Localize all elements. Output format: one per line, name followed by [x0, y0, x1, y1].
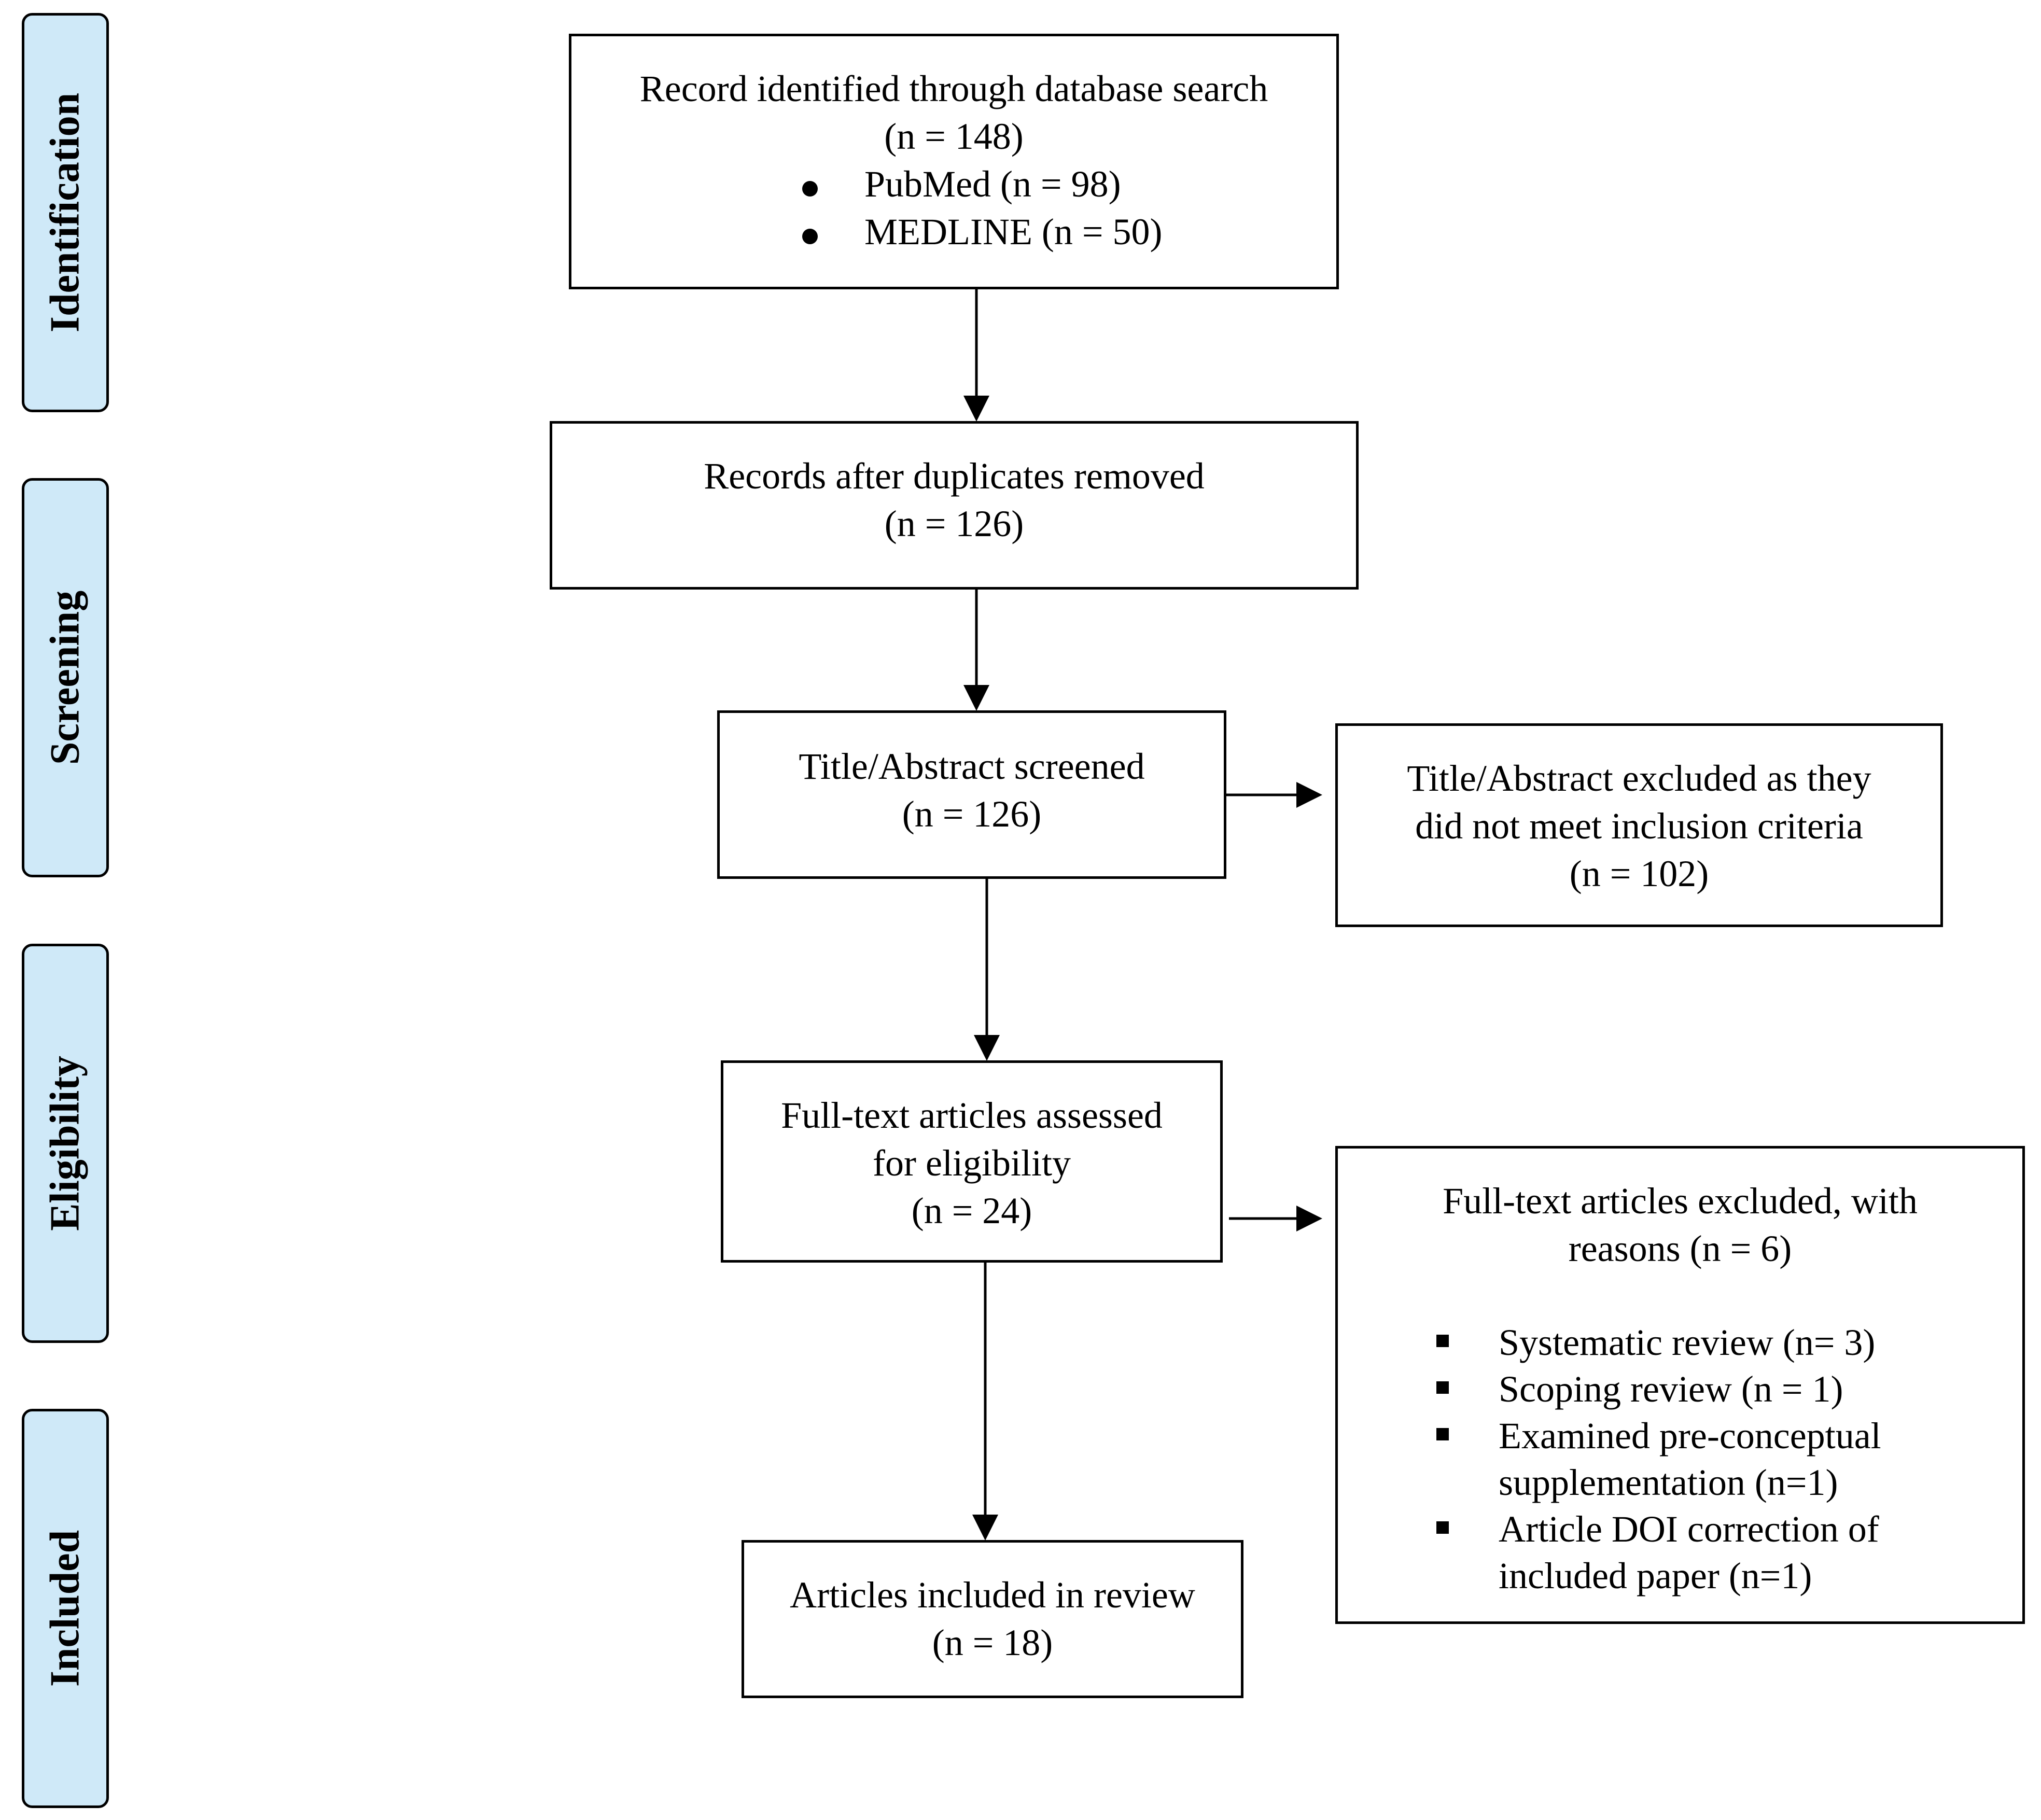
- phase-label: Included: [42, 1530, 88, 1687]
- square-bullet-icon: [1436, 1381, 1449, 1394]
- included-box: Articles included in review (n = 18): [742, 1540, 1243, 1698]
- phase-eligibility: Eligibility: [22, 944, 109, 1343]
- bullet-dot-icon: [802, 229, 818, 245]
- reason-item: Systematic review (n= 3): [1436, 1319, 2022, 1366]
- phase-label: Identification: [42, 92, 88, 333]
- included-count: (n = 18): [932, 1622, 1053, 1664]
- reason-line: Examined pre-conceptual: [1499, 1415, 1881, 1457]
- screened-count: (n = 126): [902, 793, 1042, 835]
- source-label: MEDLINE (n = 50): [864, 211, 1163, 253]
- assessed-line2: for eligibility: [873, 1142, 1071, 1184]
- deduplicated-box: Records after duplicates removed (n = 12…: [550, 421, 1359, 590]
- deduplicated-title: Records after duplicates removed: [704, 455, 1205, 497]
- reason-item: Examined pre-conceptual supplementation …: [1436, 1412, 2022, 1506]
- deduplicated-count: (n = 126): [884, 503, 1024, 545]
- phase-screening: Screening: [22, 478, 109, 877]
- reason-item: Scoping review (n = 1): [1436, 1366, 2022, 1412]
- bullet-dot-icon: [802, 181, 818, 197]
- assessed-count: (n = 24): [911, 1190, 1032, 1232]
- fulltext-excluded-box: Full-text articles excluded, with reason…: [1335, 1146, 2025, 1624]
- fulltext-excluded-line2: reasons (n = 6): [1568, 1228, 1792, 1270]
- fulltext-excluded-line1: Full-text articles excluded, with: [1443, 1180, 1918, 1222]
- reason-line: Systematic review (n= 3): [1499, 1322, 1876, 1364]
- source-label: PubMed (n = 98): [864, 163, 1121, 205]
- source-item: MEDLINE (n = 50): [802, 208, 1336, 256]
- reason-line: Scoping review (n = 1): [1499, 1368, 1843, 1410]
- phase-included: Included: [22, 1409, 109, 1808]
- exclusion-reasons-list: Systematic review (n= 3) Scoping review …: [1436, 1319, 2022, 1599]
- phase-label: Eligibility: [42, 1056, 88, 1231]
- square-bullet-icon: [1436, 1521, 1449, 1534]
- screen-excluded-line2: did not meet inclusion criteria: [1415, 805, 1863, 847]
- reason-line: Article DOI correction of: [1499, 1508, 1879, 1550]
- square-bullet-icon: [1436, 1428, 1449, 1441]
- identified-title: Record identified through database searc…: [639, 68, 1268, 109]
- reason-line: supplementation (n=1): [1499, 1462, 1838, 1504]
- screen-excluded-box: Title/Abstract excluded as they did not …: [1335, 723, 1943, 927]
- screen-excluded-line1: Title/Abstract excluded as they: [1407, 758, 1871, 799]
- phase-label: Screening: [42, 590, 88, 765]
- identified-count: (n = 148): [884, 116, 1024, 158]
- screen-excluded-count: (n = 102): [1569, 853, 1709, 895]
- reason-item: Article DOI correction of included paper…: [1436, 1506, 2022, 1599]
- square-bullet-icon: [1436, 1335, 1449, 1348]
- screened-box: Title/Abstract screened (n = 126): [717, 710, 1226, 879]
- source-list: PubMed (n = 98) MEDLINE (n = 50): [802, 160, 1336, 256]
- assessed-line1: Full-text articles assessed: [781, 1095, 1163, 1136]
- included-title: Articles included in review: [790, 1574, 1195, 1616]
- reason-line: included paper (n=1): [1499, 1555, 1812, 1597]
- assessed-box: Full-text articles assessed for eligibil…: [721, 1060, 1223, 1263]
- phase-identification: Identification: [22, 13, 109, 412]
- identified-box: Record identified through database searc…: [569, 34, 1339, 289]
- source-item: PubMed (n = 98): [802, 160, 1336, 208]
- screened-title: Title/Abstract screened: [799, 746, 1145, 787]
